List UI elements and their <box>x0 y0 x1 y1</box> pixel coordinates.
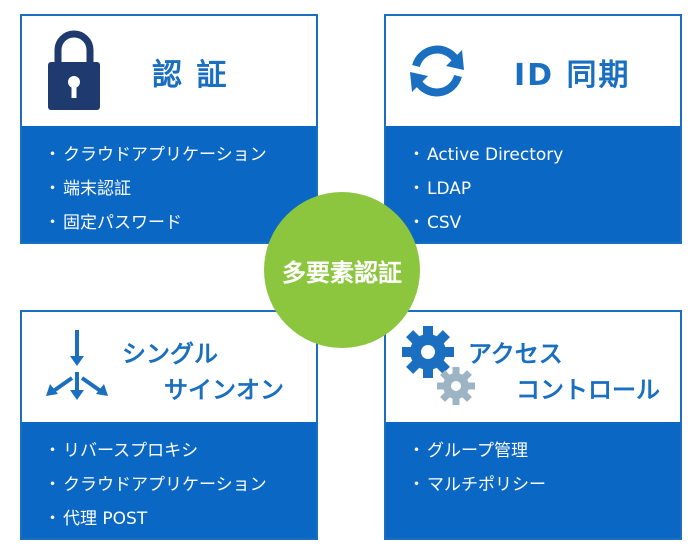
card-id-sync: ID 同期 Active Directory LDAP CSV <box>384 14 682 244</box>
card-single-sign-on-list: リバースプロキシ クラウドアプリケーション 代理 POST <box>22 422 316 538</box>
list-item: LDAP <box>408 172 680 206</box>
list-item: マルチポリシー <box>408 468 680 502</box>
list-item: グループ管理 <box>408 434 680 468</box>
card-authentication: 認 証 クラウドアプリケーション 端末認証 固定パスワード <box>20 14 318 244</box>
list-item: Active Directory <box>408 138 680 172</box>
card-authentication-list: クラウドアプリケーション 端末認証 固定パスワード <box>22 126 316 242</box>
card-access-control-title-line2: コントロール <box>516 376 660 404</box>
card-access-control-title-line1: アクセス <box>468 340 563 368</box>
card-id-sync-title: ID 同期 <box>514 58 631 93</box>
padlock-icon <box>48 30 100 110</box>
card-single-sign-on-title-line2: サインオン <box>164 376 284 404</box>
card-single-sign-on-header: シングル サインオン <box>22 312 316 422</box>
list-item: クラウドアプリケーション <box>44 138 316 172</box>
card-single-sign-on: シングル サインオン リバースプロキシ クラウドアプリケーション 代理 POST <box>20 310 318 540</box>
list-item: 代理 POST <box>44 502 316 536</box>
list-item: リバースプロキシ <box>44 434 316 468</box>
card-access-control-header: アクセス コントロール <box>386 312 680 422</box>
card-single-sign-on-title-line1: シングル <box>122 340 218 368</box>
card-authentication-header: 認 証 <box>22 16 316 126</box>
list-item: クラウドアプリケーション <box>44 468 316 502</box>
card-id-sync-list: Active Directory LDAP CSV <box>386 126 680 242</box>
card-access-control: アクセス コントロール グループ管理 マルチポリシー <box>384 310 682 540</box>
center-circle-label: 多要素認証 <box>282 258 402 287</box>
list-item: 端末認証 <box>44 172 316 206</box>
list-item: 固定パスワード <box>44 206 316 240</box>
center-circle-mfa: 多要素認証 <box>264 192 420 348</box>
sync-arrows-icon <box>410 45 464 97</box>
card-access-control-list: グループ管理 マルチポリシー <box>386 422 680 538</box>
distribute-arrows-icon <box>46 330 108 400</box>
card-id-sync-header: ID 同期 <box>386 16 680 126</box>
list-item: CSV <box>408 206 680 240</box>
card-authentication-title: 認 証 <box>152 58 229 93</box>
gears-icon <box>402 326 475 405</box>
